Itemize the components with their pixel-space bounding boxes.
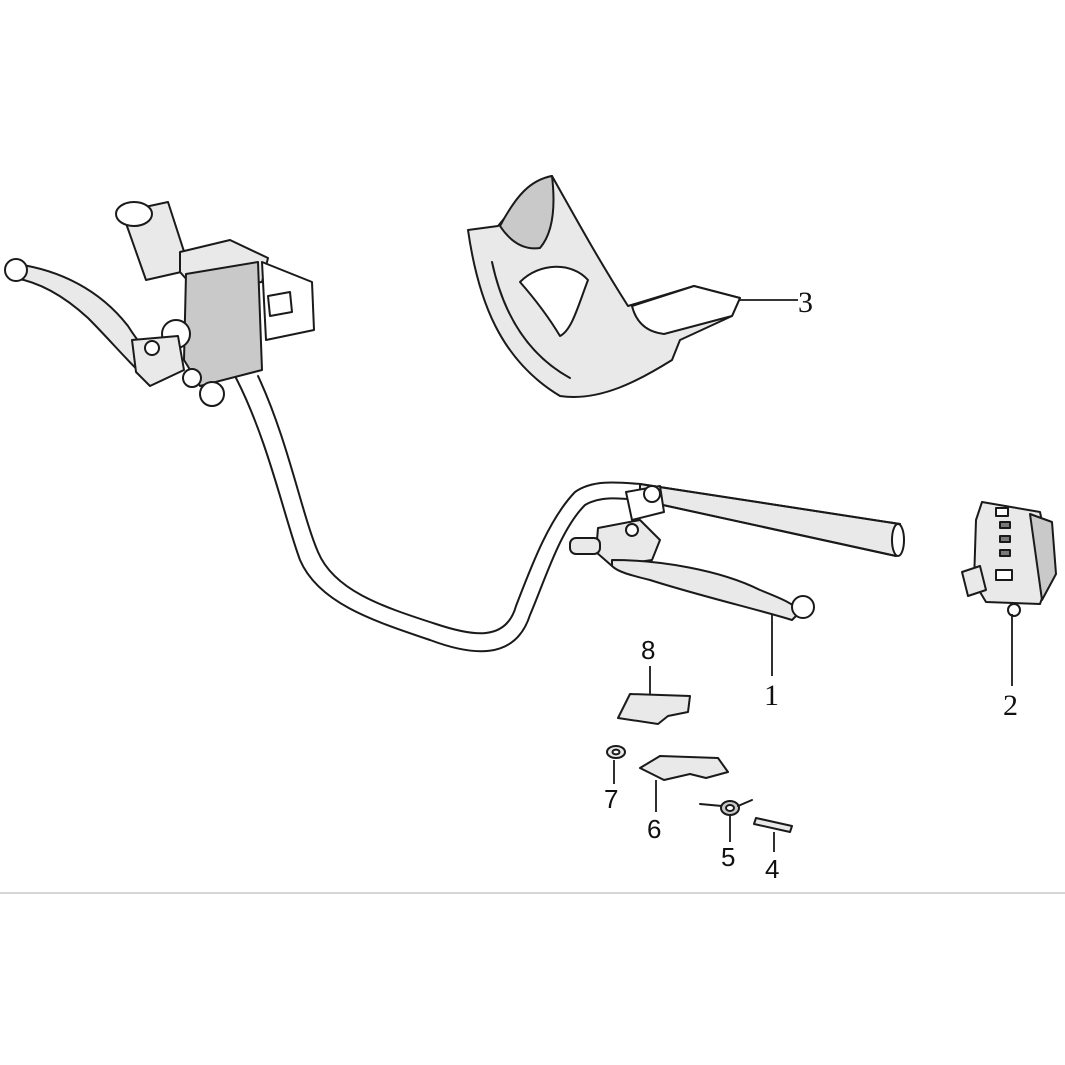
spring-icon xyxy=(699,799,753,816)
callout-3: 3 xyxy=(798,286,813,319)
callout-1: 1 xyxy=(764,679,779,712)
callout-6: 6 xyxy=(647,814,661,844)
switch-housing-icon xyxy=(961,501,1057,617)
clip-plate-icon xyxy=(617,693,691,725)
handlebar-icon xyxy=(4,201,905,653)
callout-4: 4 xyxy=(765,854,779,884)
handlebar-cover-icon xyxy=(467,175,741,398)
callout-7: 7 xyxy=(604,784,618,814)
washer-icon xyxy=(606,745,626,759)
pin-icon xyxy=(753,817,793,833)
callout-5: 5 xyxy=(721,842,735,872)
callout-2: 2 xyxy=(1003,689,1018,722)
callouts: 3 1 2 8 7 6 5 4 xyxy=(604,286,1018,884)
leader-lines xyxy=(613,299,1013,852)
callout-8: 8 xyxy=(641,635,655,665)
bracket-icon xyxy=(639,755,729,781)
